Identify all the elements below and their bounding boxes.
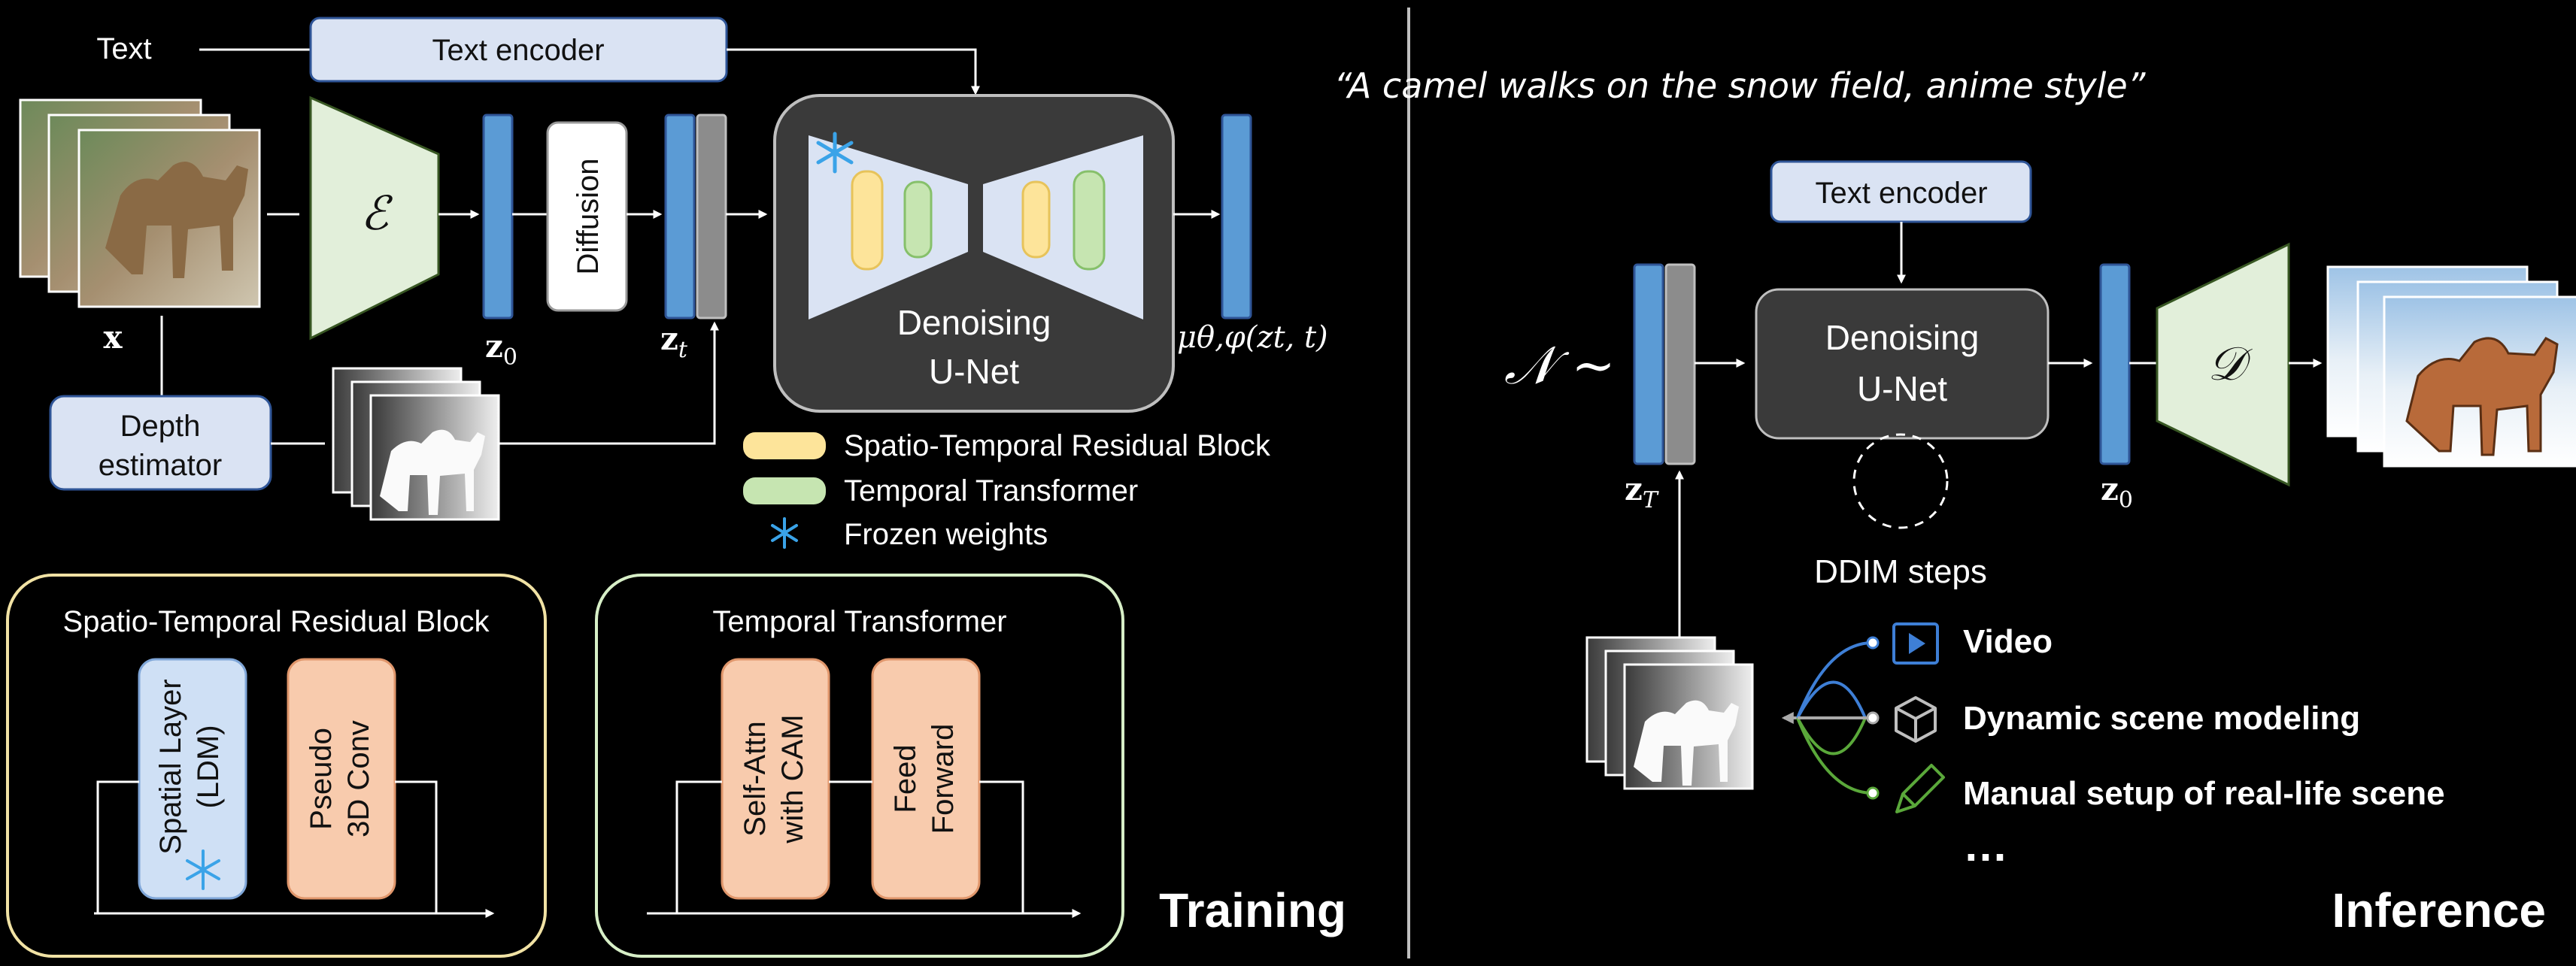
output-label: μθ,φ(zt, t) xyxy=(1177,320,1328,355)
decoder-block xyxy=(2156,242,2290,487)
pseudo-conv-label-2: 3D Conv xyxy=(342,720,375,837)
inference-text-encoder-label: Text encoder xyxy=(1815,177,1987,210)
diffusion-label: Diffusion xyxy=(572,159,605,275)
self-attn-label-2: with CAM xyxy=(776,714,809,843)
inference-prompt: “A camel walks on the snow field, anime … xyxy=(1334,65,2146,106)
legend-label-st: Spatio-Temporal Residual Block xyxy=(844,429,1271,462)
legend-label-frozen: Frozen weights xyxy=(844,518,1048,551)
st-block-detail xyxy=(6,574,547,958)
spatial-layer-label-1: Spatial Layer xyxy=(154,679,187,854)
latent-zt-depth xyxy=(696,114,727,319)
pencil-icon xyxy=(1895,764,1945,813)
noise-symbol: 𝒩 ~ xyxy=(1504,335,1616,396)
output-latent xyxy=(1221,114,1252,319)
input-var-x: x xyxy=(103,319,123,356)
inference-z0-label: z0 xyxy=(2101,471,2133,513)
st-block-title: Spatio-Temporal Residual Block xyxy=(63,605,490,638)
feed-forward-label-1: Feed xyxy=(889,744,922,813)
diffusion-box xyxy=(546,121,628,312)
video-icon xyxy=(1892,622,1939,665)
source-manual-setup-label: Manual setup of real-life scene xyxy=(1963,775,2445,812)
legend-swatch-tt xyxy=(743,477,826,504)
more-sources-ellipsis: … xyxy=(1963,820,2008,871)
text-input-label: Text xyxy=(96,32,151,65)
training-unet-label-2: U-Net xyxy=(929,352,1019,391)
spatial-layer-label-2: (LDM) xyxy=(192,725,225,808)
legend-label-tt: Temporal Transformer xyxy=(844,474,1138,507)
ddim-steps-label: DDIM steps xyxy=(1814,553,1987,590)
zt-label: zt xyxy=(660,320,688,363)
training-unet-label-1: Denoising xyxy=(897,303,1051,342)
source-scene-modeling-label: Dynamic scene modeling xyxy=(1963,700,2360,737)
spatial-layer-box xyxy=(138,658,247,900)
latent-z0 xyxy=(482,114,514,319)
inference-section-label: Inference xyxy=(2332,883,2546,937)
snowflake-icon xyxy=(816,132,854,174)
latent-zT xyxy=(1633,263,1664,465)
source-video-label: Video xyxy=(1963,623,2053,660)
text-encoder-label: Text encoder xyxy=(432,34,604,67)
inference-depth-frames xyxy=(1585,636,1754,790)
ddim-loop-icon xyxy=(1852,433,1949,529)
latent-zT-depth xyxy=(1664,263,1696,465)
depth-map-frames xyxy=(332,367,500,521)
unet-st-block-1 xyxy=(851,170,884,271)
z0-label: z0 xyxy=(485,328,517,371)
latent-zt xyxy=(664,114,696,319)
depth-estimator-label-1: Depth xyxy=(120,410,201,443)
encoder-block xyxy=(309,95,440,341)
output-video-frames xyxy=(2326,265,2576,468)
zT-label: zT xyxy=(1625,471,1659,513)
tt-block-title: Temporal Transformer xyxy=(712,605,1006,638)
pseudo-3d-conv-box xyxy=(287,658,396,900)
encoder-symbol: ℰ xyxy=(360,186,393,241)
feed-forward-box xyxy=(871,658,981,900)
feed-forward-label-2: Forward xyxy=(927,724,960,834)
self-attn-label-1: Self-Attn xyxy=(739,721,772,836)
depth-estimator-label-2: estimator xyxy=(99,449,223,482)
legend-snowflake-icon xyxy=(771,517,798,549)
cube-icon xyxy=(1895,696,1937,743)
spatial-snowflake-icon xyxy=(186,849,220,890)
training-panel: Text Text encoder x ℰ z0 Diffusion zt xyxy=(6,17,1346,958)
training-section-label: Training xyxy=(1159,883,1346,937)
training-legend: Spatio-Temporal Residual Block Temporal … xyxy=(743,429,1271,551)
unet-st-block-2 xyxy=(1021,180,1051,259)
inference-panel: “A camel walks on the snow field, anime … xyxy=(1334,65,2576,937)
self-attn-box xyxy=(721,658,830,900)
unet-tt-block-1 xyxy=(903,180,933,259)
input-video-frames xyxy=(19,98,261,308)
pseudo-conv-label-1: Pseudo xyxy=(305,728,338,830)
tt-block-detail xyxy=(595,574,1124,958)
inference-unet-box xyxy=(1755,288,2050,440)
unet-tt-block-2 xyxy=(1073,170,1106,271)
inference-unet-label-1: Denoising xyxy=(1825,318,1980,357)
inference-unet-label-2: U-Net xyxy=(1857,369,1947,408)
inference-latent-z0 xyxy=(2099,263,2131,465)
legend-swatch-st xyxy=(743,432,826,459)
